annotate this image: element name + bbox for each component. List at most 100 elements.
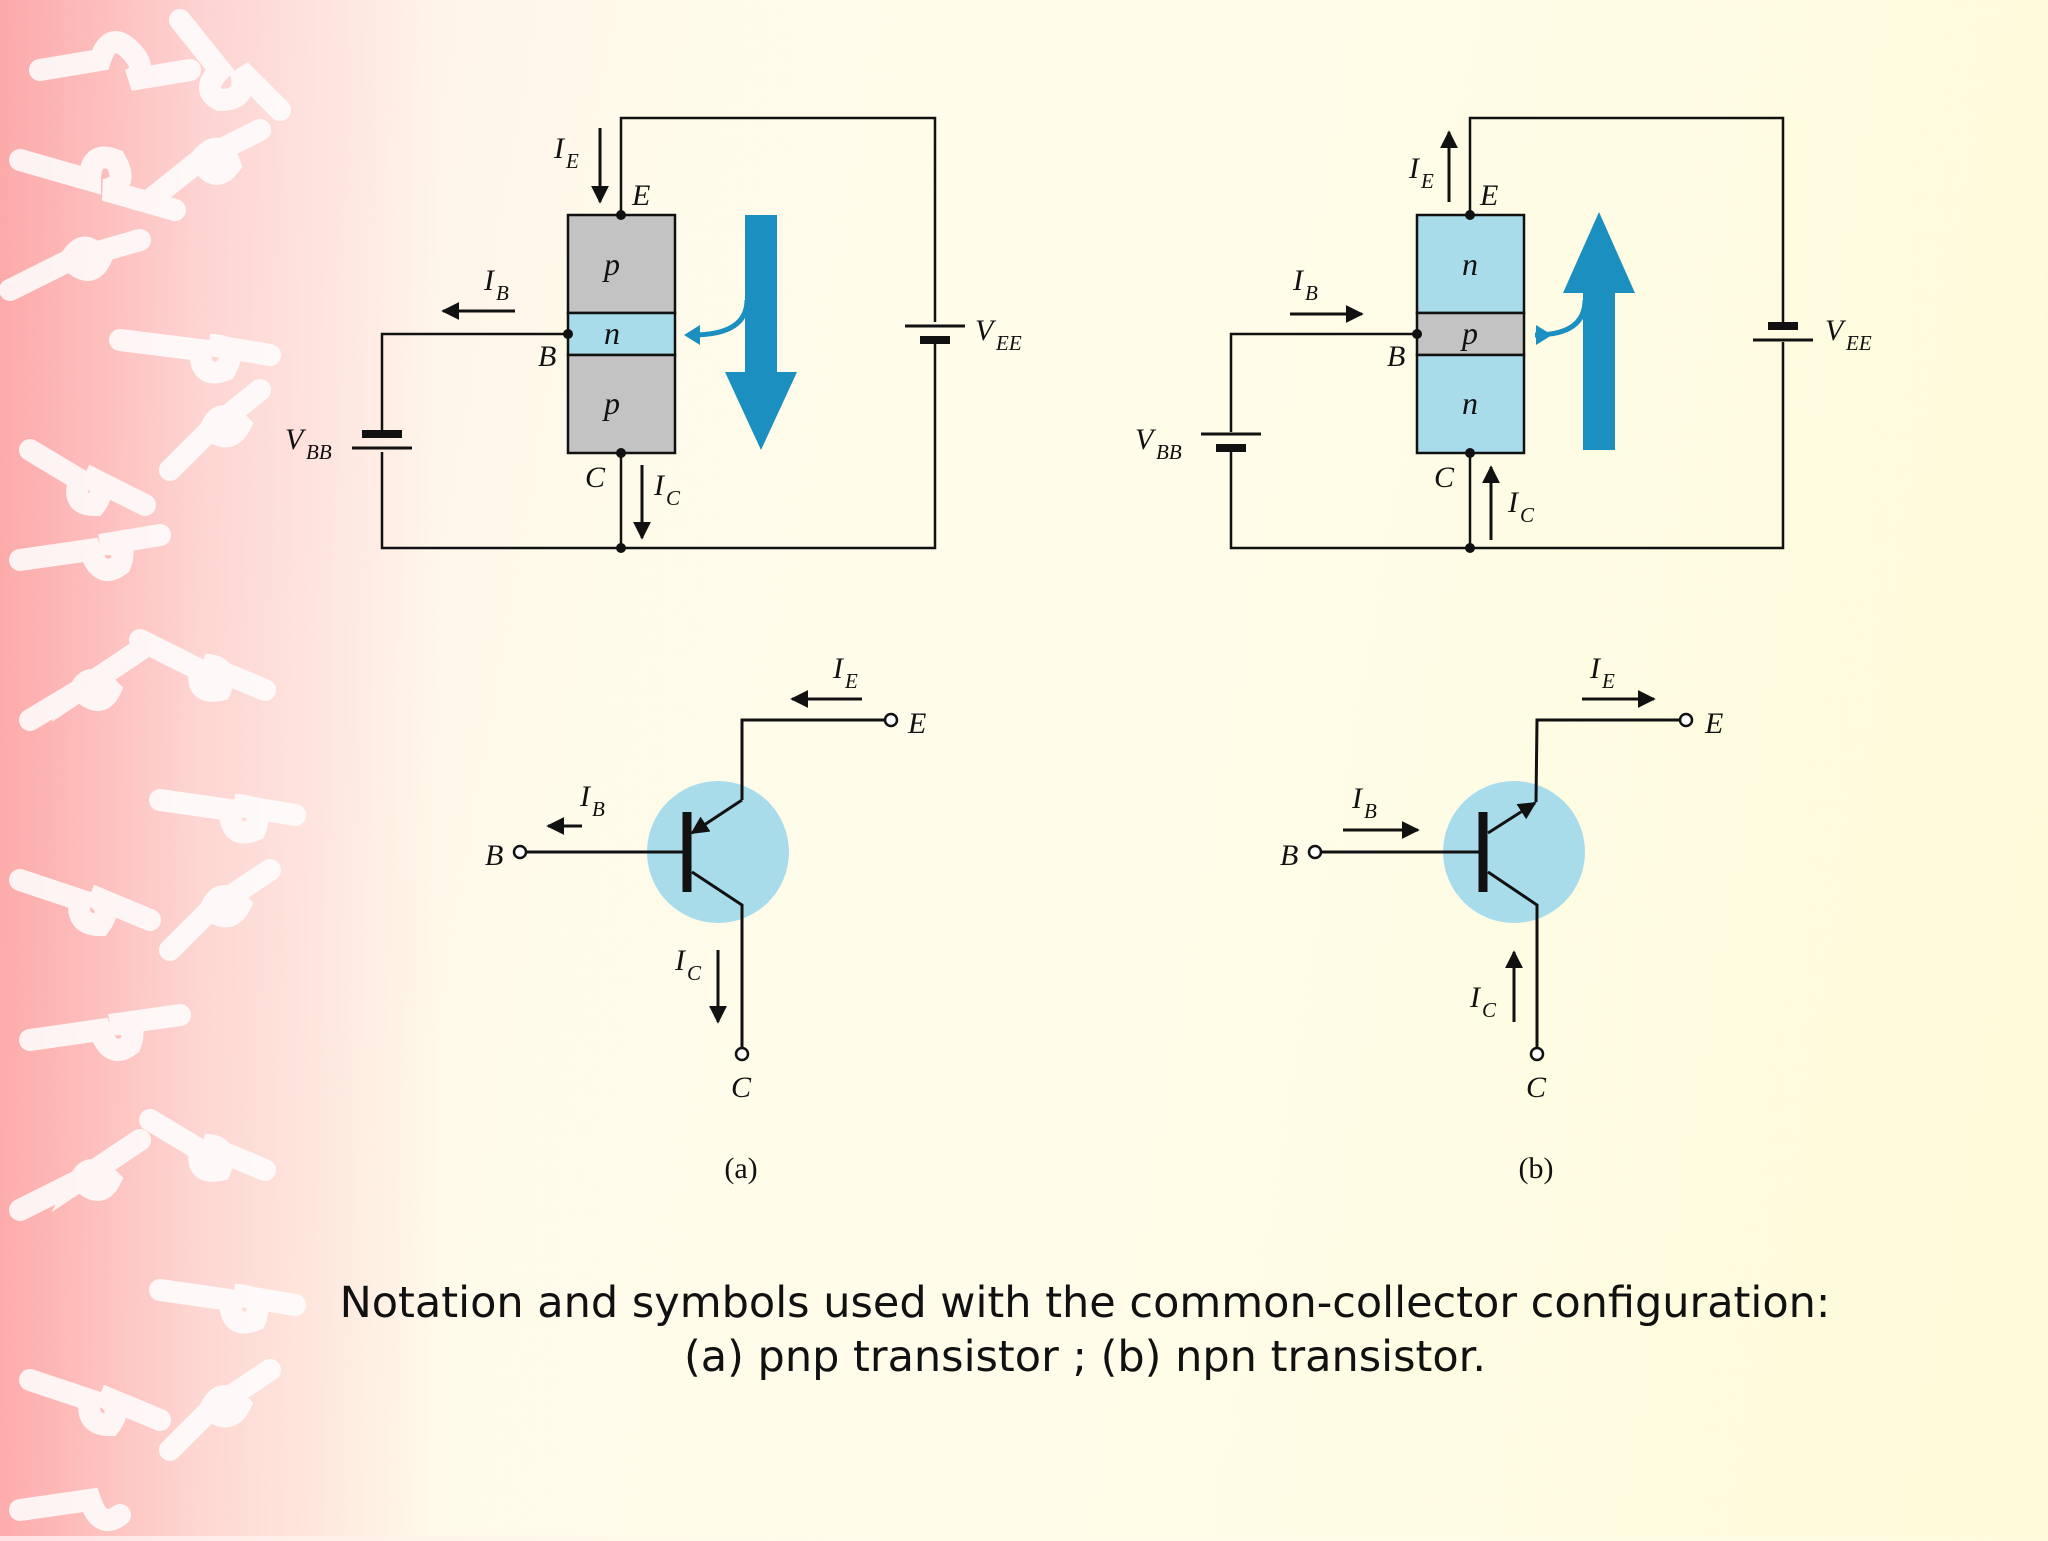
panel-b-dots xyxy=(1412,210,1475,553)
svg-text:EE: EE xyxy=(995,331,1022,355)
symbol-a-emitter-lead xyxy=(740,718,885,800)
panel-a-batteries xyxy=(352,324,965,450)
symbol-a-emitter-terminal xyxy=(883,712,899,728)
panel-b-current-arrows xyxy=(1290,130,1500,540)
wire-b-emitter xyxy=(1468,116,1785,322)
symbol-a-base-terminal xyxy=(512,844,528,860)
svg-text:I: I xyxy=(832,652,845,685)
layer-b-top-label: n xyxy=(1462,246,1478,282)
symbol-a-collector-terminal xyxy=(734,1046,750,1062)
symbol-a-e-label: E xyxy=(907,707,926,740)
svg-text:C: C xyxy=(1482,998,1497,1022)
svg-text:I: I xyxy=(674,944,687,977)
svg-text:V: V xyxy=(975,314,997,347)
svg-text:E: E xyxy=(844,669,858,693)
svg-text:B: B xyxy=(592,797,605,821)
layer-b-top xyxy=(1415,213,1526,315)
sub-caption-b: (b) xyxy=(1519,1152,1554,1185)
puzzle-background xyxy=(0,0,440,1536)
symbol-b-emitter-terminal xyxy=(1678,712,1694,728)
symbol-b-b-label: B xyxy=(1280,839,1298,872)
svg-text:I: I xyxy=(1408,152,1421,185)
svg-text:I: I xyxy=(483,264,496,297)
symbol-b-emitter-lead xyxy=(1534,718,1680,803)
sub-caption-a: (a) xyxy=(724,1152,757,1185)
svg-text:C: C xyxy=(666,486,681,510)
terminal-b-c: C xyxy=(1434,461,1455,494)
wire-a-emitter xyxy=(619,116,937,322)
svg-text:E: E xyxy=(1420,169,1434,193)
wire-b-loop xyxy=(1229,342,1785,550)
layer-b-mid-label: p xyxy=(1460,315,1478,351)
symbol-b-c-label: C xyxy=(1526,1071,1547,1104)
svg-text:BB: BB xyxy=(306,440,332,464)
svg-text:I: I xyxy=(653,469,666,502)
svg-text:E: E xyxy=(1601,669,1615,693)
svg-text:I: I xyxy=(1507,486,1520,519)
panel-b-batteries xyxy=(1201,322,1813,452)
layer-a-mid xyxy=(566,311,677,357)
symbol-b-collector-terminal xyxy=(1529,1046,1545,1062)
panel-a-current-arrows xyxy=(441,128,651,540)
wire-a-loop xyxy=(380,342,937,550)
svg-text:I: I xyxy=(1351,782,1364,815)
panel-b-circuit xyxy=(1229,116,1785,550)
panel-a-flow-arrow xyxy=(684,215,797,450)
svg-text:V: V xyxy=(1135,423,1157,456)
svg-text:I: I xyxy=(1589,652,1602,685)
svg-text:E: E xyxy=(565,149,579,173)
caption-line-1: Notation and symbols used with the commo… xyxy=(339,1278,1831,1328)
panel-a-dots xyxy=(563,210,626,553)
layer-b-bottom-label: n xyxy=(1462,385,1478,421)
symbol-a-collector-lead xyxy=(691,870,744,1048)
layer-a-top xyxy=(566,213,677,315)
symbol-b-base-terminal xyxy=(1307,844,1323,860)
puzzle-pieces xyxy=(0,9,306,1531)
svg-text:V: V xyxy=(1825,314,1847,347)
symbol-b-emitter-arrow xyxy=(1487,801,1537,835)
terminal-a-c: C xyxy=(585,461,606,494)
caption-line-2: (a) pnp transistor ; (b) npn transistor. xyxy=(683,1332,1487,1382)
svg-text:I: I xyxy=(553,132,566,165)
wire-a-base xyxy=(380,332,568,432)
svg-text:I: I xyxy=(1292,264,1305,297)
svg-text:C: C xyxy=(687,961,702,985)
svg-text:EE: EE xyxy=(1845,331,1872,355)
svg-text:B: B xyxy=(1364,799,1377,823)
symbol-a-emitter-arrow xyxy=(690,798,743,835)
panel-a-circuit xyxy=(380,116,937,550)
symbol-b-collector-lead xyxy=(1487,870,1539,1048)
terminal-a-b: B xyxy=(538,340,556,373)
layer-b-mid xyxy=(1415,311,1526,357)
svg-text:BB: BB xyxy=(1156,440,1182,464)
terminal-b-b: B xyxy=(1387,340,1405,373)
svg-text:B: B xyxy=(496,281,509,305)
symbol-b-e-label: E xyxy=(1704,707,1723,740)
terminal-a-e: E xyxy=(631,179,650,212)
panel-b-flow-arrow xyxy=(1534,212,1635,450)
svg-text:I: I xyxy=(1469,981,1482,1014)
svg-text:I: I xyxy=(579,780,592,813)
svg-text:V: V xyxy=(285,423,307,456)
wire-b-base xyxy=(1229,332,1417,432)
symbol-a-c-label: C xyxy=(731,1071,752,1104)
